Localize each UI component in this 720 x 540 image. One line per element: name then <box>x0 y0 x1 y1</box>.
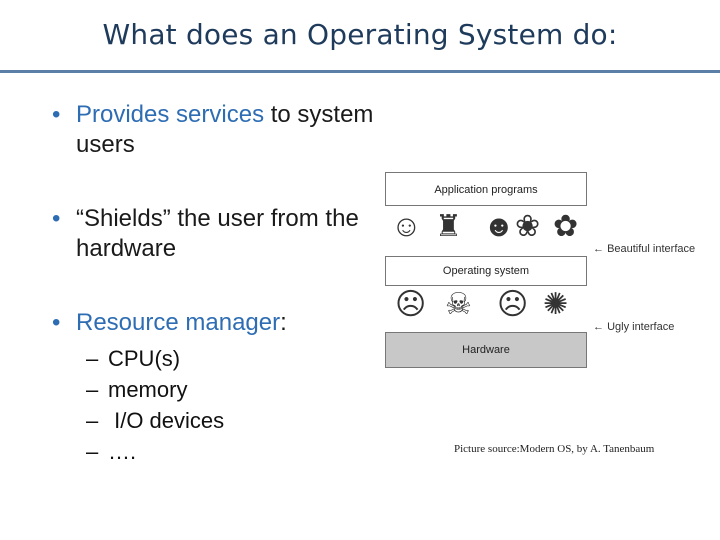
layer-hardware: Hardware <box>385 332 587 368</box>
user-face-icon: ☺ <box>391 210 422 243</box>
peacock-icon: ❀ <box>515 210 541 243</box>
ugly-face-icon: ☠ <box>445 288 472 321</box>
beautiful-interface-label: ← Beautiful interface <box>593 243 696 255</box>
bullet-dot: • <box>52 205 61 232</box>
bullet-text: to system users <box>76 101 374 158</box>
bullet-highlight: Provides services <box>76 101 265 128</box>
flower-icon: ✿ <box>553 210 579 243</box>
ugly-face-icon: ☹ <box>395 288 427 321</box>
ugly-face-icon: ✺ <box>543 288 569 321</box>
bullet-text: : <box>280 309 287 336</box>
sub-item-io-devices: – I/O devices <box>86 408 225 433</box>
os-layers-diagram: Application programs ☺ ♜ ☻ ❀ ✿ Operating… <box>385 172 587 368</box>
ugly-face-icon: ☹ <box>497 288 529 321</box>
ugly-interface-label: ← Ugly interface <box>593 321 675 333</box>
slide-title: What does an Operating System do: <box>102 18 618 51</box>
title-divider <box>0 70 720 73</box>
layer-operating-system: Operating system <box>385 256 587 286</box>
bullet-shields-user: • “Shields” the user from the hardware <box>52 204 376 264</box>
sub-item-cpu: –CPU(s) <box>86 346 181 371</box>
bullet-text: “Shields” the user from the hardware <box>76 205 359 262</box>
bullet-highlight: Resource manager <box>76 309 281 336</box>
picture-source-caption: Picture source:Modern OS, by A. Tanenbau… <box>454 443 655 455</box>
user-face-icon: ☻ <box>483 210 515 243</box>
sub-item-memory: –memory <box>86 377 188 402</box>
sub-item-ellipsis: –…. <box>86 439 137 464</box>
bullet-resource-manager: • Resource manager: <box>52 308 376 338</box>
bullet-provides-services: • Provides services to system users <box>52 100 376 160</box>
layer-application-programs: Application programs <box>385 172 587 206</box>
bullet-dot: • <box>52 309 61 336</box>
bullet-dot: • <box>52 101 61 128</box>
castle-icon: ♜ <box>435 210 462 243</box>
